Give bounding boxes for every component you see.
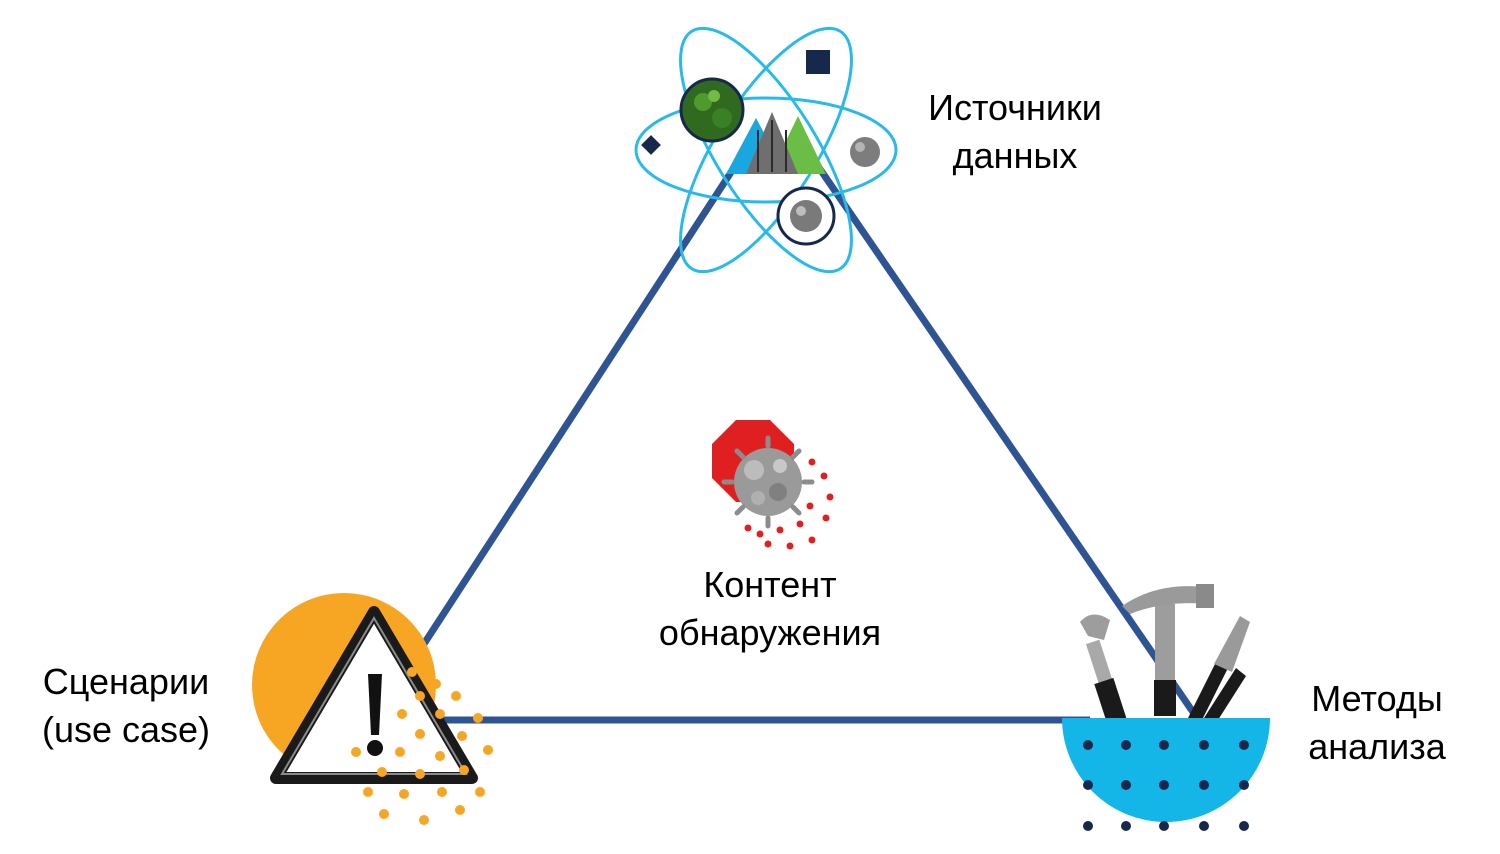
label-analysis-methods-line1: Методы <box>1311 678 1443 719</box>
atom-data-sources-icon <box>634 26 898 274</box>
label-scenarios-line2: (use case) <box>41 709 211 750</box>
virus-stop-icon <box>712 420 834 550</box>
label-scenarios-line1: Сценарии <box>42 661 210 702</box>
tools-bowl-icon <box>1062 584 1270 831</box>
label-scenarios: Сценарии (use case) <box>28 658 224 754</box>
label-data-sources-line2: данных <box>952 135 1078 176</box>
label-detection-content: Контент обнаружения <box>640 561 900 657</box>
edge-left <box>417 138 755 652</box>
edge-right <box>797 138 1198 717</box>
label-detection-content-line2: обнаружения <box>658 612 882 653</box>
label-analysis-methods: Методы анализа <box>1296 675 1458 771</box>
warning-sign-icon <box>252 593 493 825</box>
triangle <box>417 138 1198 724</box>
label-data-sources-line1: Источники <box>928 87 1102 128</box>
label-data-sources: Источники данных <box>915 84 1115 180</box>
label-analysis-methods-line2: анализа <box>1308 726 1446 767</box>
label-detection-content-line1: Контент <box>703 564 837 605</box>
